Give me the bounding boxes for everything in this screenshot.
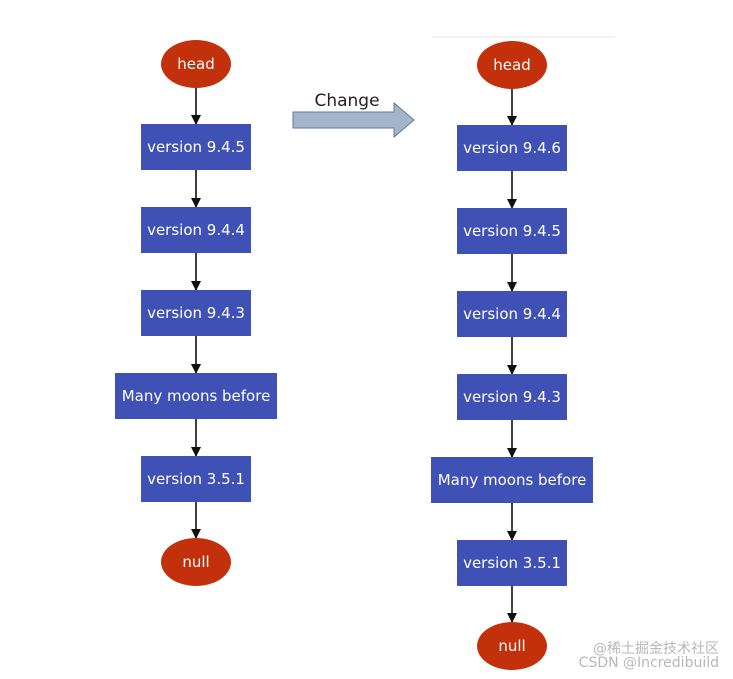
left-node-label: head: [177, 55, 214, 73]
right-node-version-9-4-4: version 9.4.4: [457, 291, 567, 337]
watermark-csdn: CSDN @Incredibuild: [578, 655, 719, 671]
left-node-version-3-5-1: version 3.5.1: [141, 456, 251, 502]
watermark-juejin: @稀土掘金技术社区: [593, 641, 719, 657]
left-node-version-9-4-3: version 9.4.3: [141, 290, 251, 336]
right-node-label: version 9.4.4: [463, 305, 561, 323]
right-version-box: [457, 125, 567, 171]
right-terminal-ellipse: [477, 41, 547, 89]
right-node-label: Many moons before: [438, 471, 587, 489]
right-node-label: version 9.4.5: [463, 222, 561, 240]
left-terminal-ellipse: [161, 40, 231, 88]
left-node-version-9-4-5: version 9.4.5: [141, 124, 251, 170]
left-node-null: null: [161, 538, 231, 586]
left-version-box: [141, 456, 251, 502]
right-node-label: null: [498, 637, 525, 655]
right-node-many-moons-before: Many moons before: [431, 457, 593, 503]
left-version-box: [141, 290, 251, 336]
left-version-box: [115, 373, 277, 419]
right-node-null: null: [477, 622, 547, 670]
right-node-version-9-4-3: version 9.4.3: [457, 374, 567, 420]
right-node-version-3-5-1: version 3.5.1: [457, 540, 567, 586]
right-node-version-9-4-5: version 9.4.5: [457, 208, 567, 254]
left-node-head: head: [161, 40, 231, 88]
right-version-box: [457, 374, 567, 420]
right-node-label: head: [493, 56, 530, 74]
left-linked-list: head version 9.4.5 version 9.4.4 version 9.…: [115, 40, 277, 586]
left-node-label: version 9.4.5: [147, 138, 245, 156]
change-arrow-shape: [292, 101, 415, 139]
left-version-box: [141, 207, 251, 253]
right-linked-list: head version 9.4.6 version 9.4.5 version 9.…: [431, 41, 593, 670]
right-node-label: version 9.4.3: [463, 388, 561, 406]
left-node-label: Many moons before: [122, 387, 271, 405]
left-version-box: [141, 124, 251, 170]
right-node-version-9-4-6: version 9.4.6: [457, 125, 567, 171]
left-node-label: null: [182, 553, 209, 571]
right-version-box: [457, 540, 567, 586]
left-node-version-9-4-4: version 9.4.4: [141, 207, 251, 253]
left-terminal-ellipse: [161, 538, 231, 586]
left-node-many-moons-before: Many moons before: [115, 373, 277, 419]
right-version-box: [457, 208, 567, 254]
left-node-label: version 9.4.4: [147, 221, 245, 239]
right-node-head: head: [477, 41, 547, 89]
right-version-box: [457, 291, 567, 337]
change-label: Change: [314, 91, 379, 111]
right-version-box: [431, 457, 593, 503]
right-node-label: version 9.4.6: [463, 139, 561, 157]
left-node-label: version 3.5.1: [147, 470, 245, 488]
right-node-label: version 3.5.1: [463, 554, 561, 572]
left-node-label: version 9.4.3: [147, 304, 245, 322]
right-terminal-ellipse: [477, 622, 547, 670]
change-arrow: Change: [292, 91, 415, 139]
